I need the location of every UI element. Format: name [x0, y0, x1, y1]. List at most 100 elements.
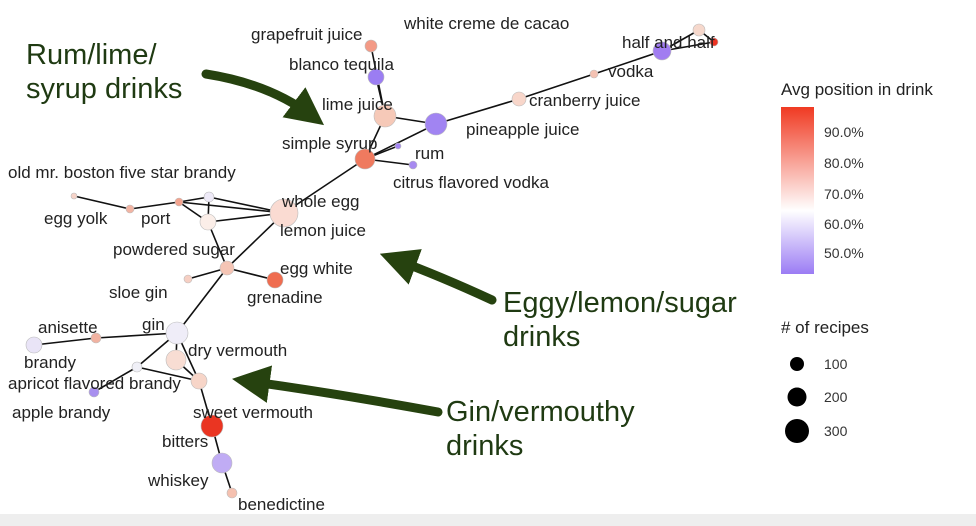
node-label-lemon-juice: lemon juice	[280, 221, 366, 240]
size-dot-200	[787, 387, 807, 407]
node-label-grapefruit-juice: grapefruit juice	[251, 25, 363, 44]
node-half-and-half	[652, 41, 672, 61]
node-label-grenadine: grenadine	[247, 288, 323, 307]
color-tick-60: 60.0%	[824, 216, 864, 232]
color-tick-70: 70.0%	[824, 186, 864, 202]
node-label-old-mr-boston-five-star-brandy: old mr. boston five star brandy	[8, 163, 236, 182]
callout-arrows	[201, 69, 497, 417]
gin-callout-line-2: drinks	[446, 430, 524, 462]
size-tick-100: 100	[824, 356, 848, 372]
node-apple-brandy	[88, 386, 100, 398]
node-lime-juice	[373, 104, 397, 128]
node-half-red	[709, 37, 719, 47]
node-label-white-creme-de-cacao: white creme de cacao	[403, 14, 569, 33]
node-label-brandy: brandy	[24, 353, 76, 372]
gin-callout-line-1: Gin/vermouthy	[446, 396, 635, 428]
node-label-dry-vermouth: dry vermouth	[188, 341, 287, 360]
gin-callout: Gin/vermouthy drinks	[446, 395, 635, 463]
color-legend-bar	[781, 107, 814, 274]
node-label-whole-egg: whole egg	[281, 192, 360, 211]
node-label-bitters: bitters	[162, 432, 208, 451]
node-label-port: port	[141, 209, 171, 228]
node-egg-yolk	[125, 204, 135, 214]
rum-callout-line-1: Rum/lime/	[26, 39, 157, 71]
edge-egg-yolk-to-old-mr-boston-five-star-brandy	[73, 195, 131, 210]
node-benedictine	[226, 487, 238, 499]
node-label-sloe-gin: sloe gin	[109, 283, 168, 302]
node-gin	[165, 321, 189, 345]
rum-callout: Rum/lime/ syrup drinks	[26, 38, 182, 106]
node-egg-white	[219, 260, 235, 276]
size-tick-200: 200	[824, 389, 848, 405]
node-whole-egg	[203, 191, 215, 203]
edge-cranberry-juice-to-pineapple-juice	[435, 98, 520, 125]
size-dot-100	[790, 357, 804, 371]
node-label-sweet-vermouth: sweet vermouth	[193, 403, 313, 422]
eggy-callout: Eggy/lemon/sugar drinks	[503, 286, 737, 354]
node-label-rum: rum	[415, 144, 444, 163]
edge-port-to-egg-yolk	[129, 201, 180, 210]
node-label-whiskey: whiskey	[147, 471, 209, 490]
edge-pineapple-juice-to-simple-syrup	[364, 123, 437, 160]
eggy-callout-arrow	[379, 249, 497, 305]
color-tick-90: 90.0%	[824, 124, 864, 140]
size-tick-300: 300	[824, 423, 848, 439]
rum-callout-arrow	[201, 69, 325, 126]
node-old-mr-boston-five-star-brandy	[70, 192, 78, 200]
size-legend-title: # of recipes	[781, 318, 869, 337]
node-label-apricot-flavored-brandy: apricot flavored brandy	[8, 374, 181, 393]
node-label-lime-juice: lime juice	[322, 95, 393, 114]
edge-simple-syrup-to-lemon-juice	[283, 158, 366, 214]
edge-half-and-half-to-vodka	[593, 50, 663, 75]
node-lemon-juice	[269, 198, 299, 228]
node-label-blanco-tequila: blanco tequila	[289, 55, 394, 74]
edge-lemon-juice-to-port	[178, 201, 285, 214]
node-anisette	[90, 332, 102, 344]
size-dot-300	[785, 419, 809, 443]
rum-callout-line-2: syrup drinks	[26, 73, 183, 105]
node-sweet-vermouth	[190, 372, 208, 390]
node-vodka	[589, 69, 599, 79]
bottom-bar	[0, 514, 976, 526]
eggy-callout-line-2: drinks	[503, 321, 581, 353]
eggy-callout-line-1: Eggy/lemon/sugar	[503, 287, 737, 319]
node-label-vodka: vodka	[608, 62, 654, 81]
node-label-egg-white: egg white	[280, 259, 353, 278]
node-label-benedictine: benedictine	[238, 495, 325, 514]
gin-callout-arrow	[232, 365, 443, 417]
edge-vodka-to-cranberry-juice	[518, 73, 595, 100]
node-whiskey	[211, 452, 233, 474]
color-tick-80: 80.0%	[824, 155, 864, 171]
node-grenadine	[266, 271, 284, 289]
node-label-citrus-flavored-vodka: citrus flavored vodka	[393, 173, 549, 192]
node-label-egg-yolk: egg yolk	[44, 209, 108, 228]
node-rum	[394, 142, 402, 150]
node-powdered-sugar	[199, 213, 217, 231]
color-legend-title: Avg position in drink	[781, 80, 933, 99]
node-label-apple-brandy: apple brandy	[12, 403, 111, 422]
node-sloe-gin	[183, 274, 193, 284]
node-citrus-flavored-vodka	[408, 160, 418, 170]
node-label-anisette: anisette	[38, 318, 98, 337]
edge-anisette-to-brandy	[33, 337, 97, 346]
node-simple-syrup	[354, 148, 376, 170]
color-tick-50: 50.0%	[824, 245, 864, 261]
node-label-simple-syrup: simple syrup	[282, 134, 377, 153]
node-dry-vermouth	[165, 349, 187, 371]
node-cranberry-juice	[511, 91, 527, 107]
node-pineapple-juice	[424, 112, 448, 136]
node-layer	[25, 23, 719, 499]
size-legend-dots	[785, 357, 809, 443]
node-label-powdered-sugar: powdered sugar	[113, 240, 235, 259]
edge-apricot-flavored-brandy-to-sweet-vermouth	[136, 366, 200, 382]
edge-apricot-flavored-brandy-to-apple-brandy	[93, 366, 138, 393]
node-label-gin: gin	[142, 315, 165, 334]
node-blanco-tequila	[367, 68, 385, 86]
node-port	[174, 197, 184, 207]
edge-gin-to-anisette	[95, 332, 178, 339]
node-label-pineapple-juice: pineapple juice	[466, 120, 579, 139]
node-label-cranberry-juice: cranberry juice	[529, 91, 641, 110]
node-bitters	[200, 414, 224, 438]
